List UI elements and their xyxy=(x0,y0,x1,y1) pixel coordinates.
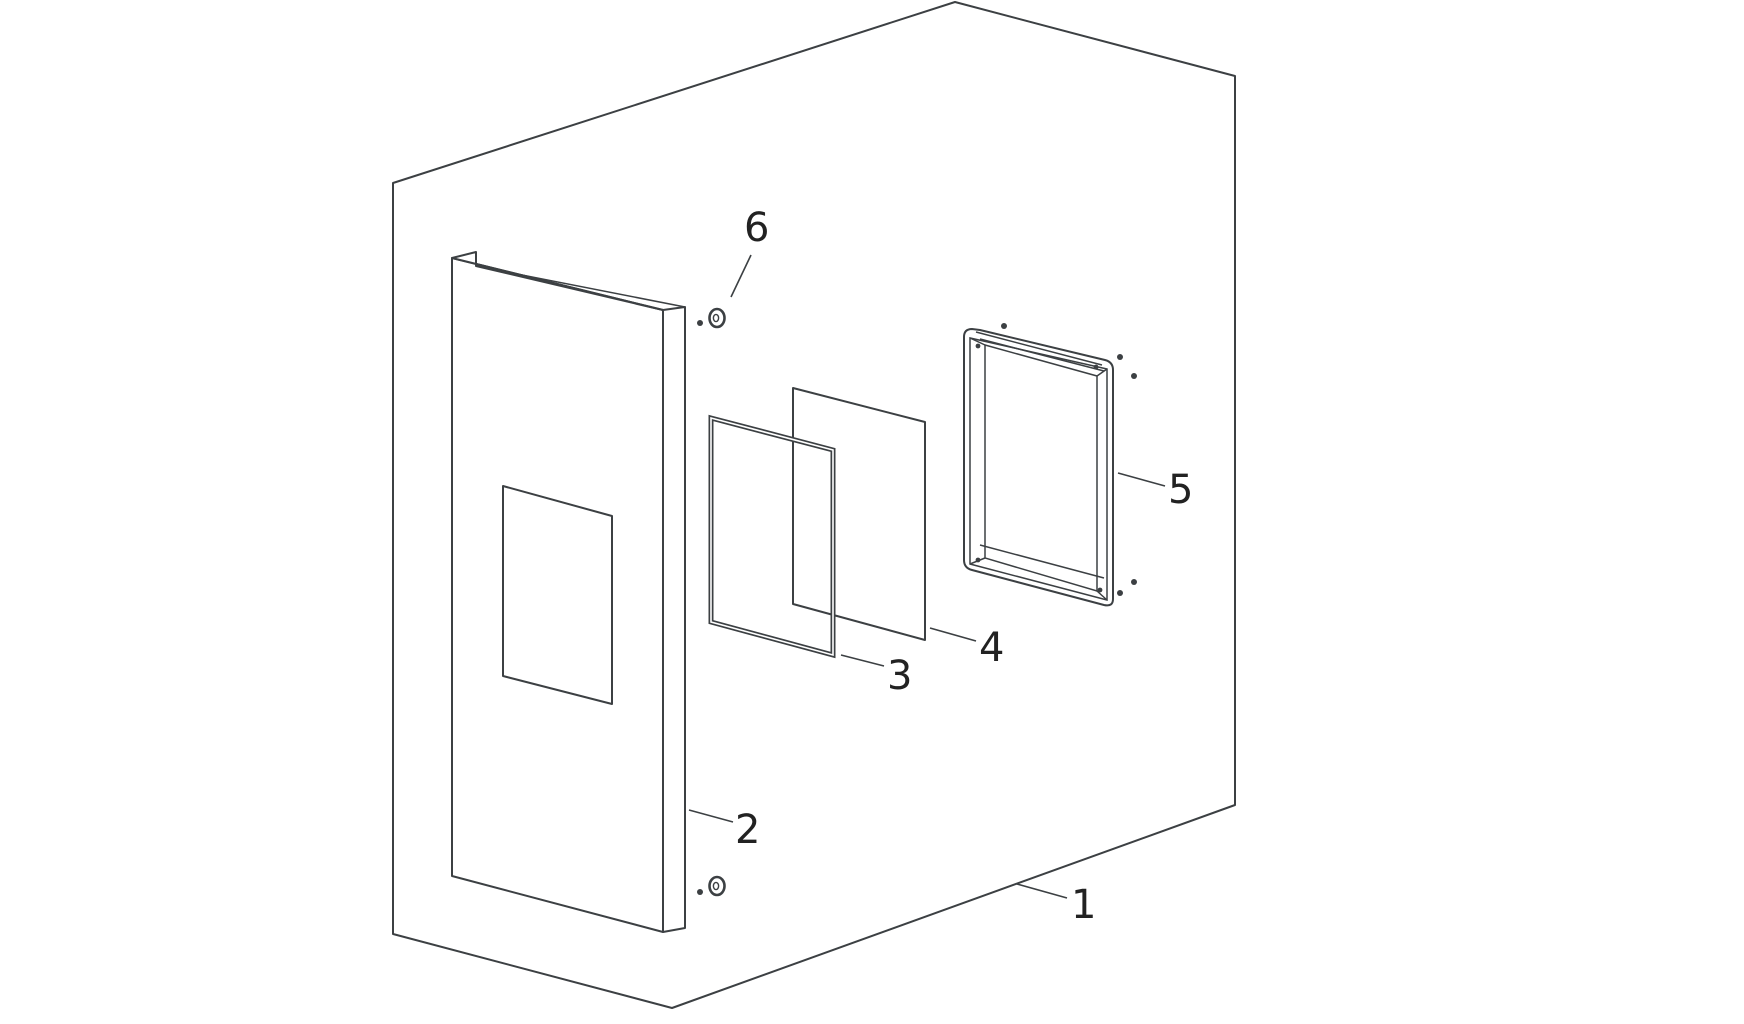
leader-line-6 xyxy=(730,254,752,298)
door-panel xyxy=(451,251,686,933)
leader-line-4 xyxy=(929,627,977,642)
leader-line-1 xyxy=(1016,883,1068,899)
screw-bottom xyxy=(697,875,726,897)
callout-2: 2 xyxy=(735,807,760,853)
gasket-frame xyxy=(708,414,836,659)
callout-6: 6 xyxy=(744,205,769,251)
callout-3: 3 xyxy=(887,653,912,699)
leader-line-5 xyxy=(1117,472,1166,487)
glass-pane xyxy=(792,387,926,641)
leader-line-3 xyxy=(840,654,885,667)
screw-top xyxy=(697,307,726,329)
callout-1: 1 xyxy=(1071,882,1096,928)
callout-5: 5 xyxy=(1168,467,1193,513)
leader-line-2 xyxy=(688,809,734,823)
callout-4: 4 xyxy=(979,625,1004,671)
window-frame xyxy=(963,323,1137,607)
